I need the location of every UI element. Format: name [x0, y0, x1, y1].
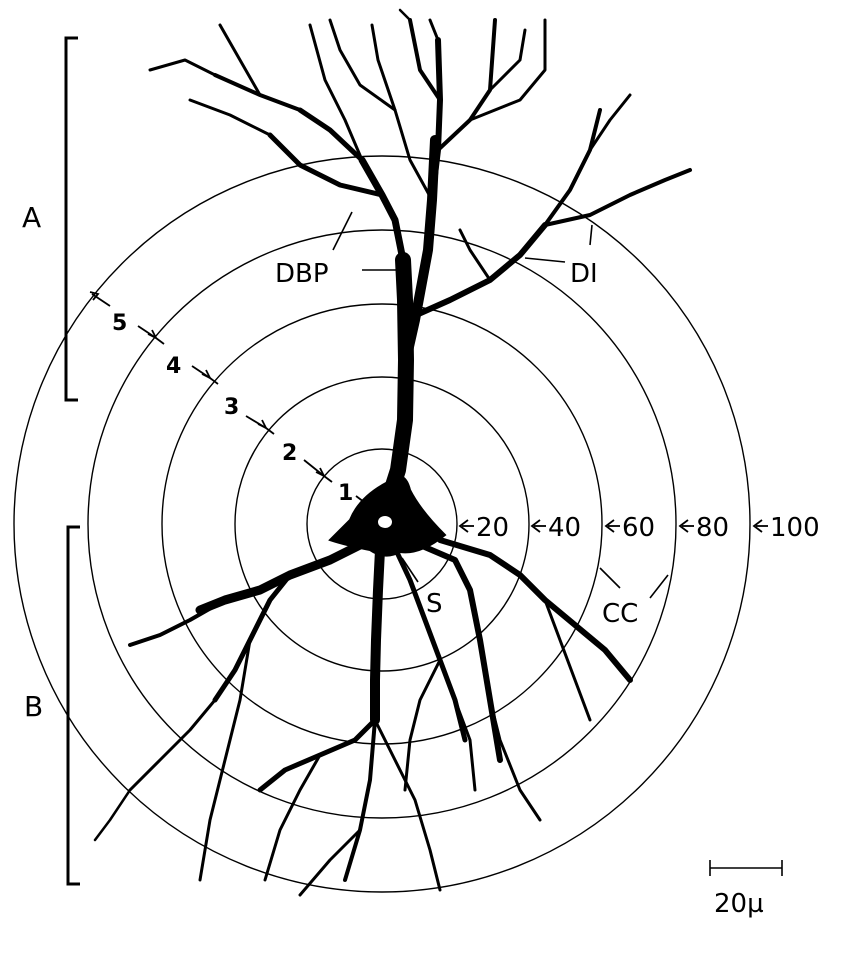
segment-2: 2	[282, 441, 297, 466]
ring-label-60: 60	[622, 513, 655, 543]
ring-60	[161, 303, 603, 745]
segment-markers	[89, 291, 374, 509]
segment-5: 5	[112, 311, 127, 336]
bracket-a-label: A	[22, 201, 41, 234]
bracket-b-label: B	[24, 690, 43, 723]
ring-100	[13, 155, 751, 893]
apical-dendrites	[148, 8, 692, 528]
ring-label-100: 100	[770, 513, 820, 543]
label-dbp: DBP	[275, 259, 329, 289]
label-soma: S	[426, 589, 443, 619]
ring-arrows	[458, 519, 768, 533]
segment-4: 4	[166, 354, 181, 379]
segment-3: 3	[224, 395, 239, 420]
ring-label-20: 20	[476, 513, 509, 543]
ring-80	[87, 229, 677, 819]
segment-1: 1	[338, 481, 353, 506]
bracket-b	[66, 525, 80, 886]
label-leaders	[332, 211, 669, 599]
bracket-a	[64, 36, 78, 402]
basal-dendrites	[93, 535, 633, 897]
scale-bar-label: 20µ	[714, 889, 764, 919]
ring-40	[234, 376, 530, 672]
label-cc: CC	[602, 599, 638, 629]
label-di: DI	[570, 259, 598, 289]
scale-bar	[709, 860, 783, 876]
ring-label-80: 80	[696, 513, 729, 543]
ring-label-40: 40	[548, 513, 581, 543]
concentric-rings	[13, 155, 751, 893]
soma	[328, 475, 447, 557]
